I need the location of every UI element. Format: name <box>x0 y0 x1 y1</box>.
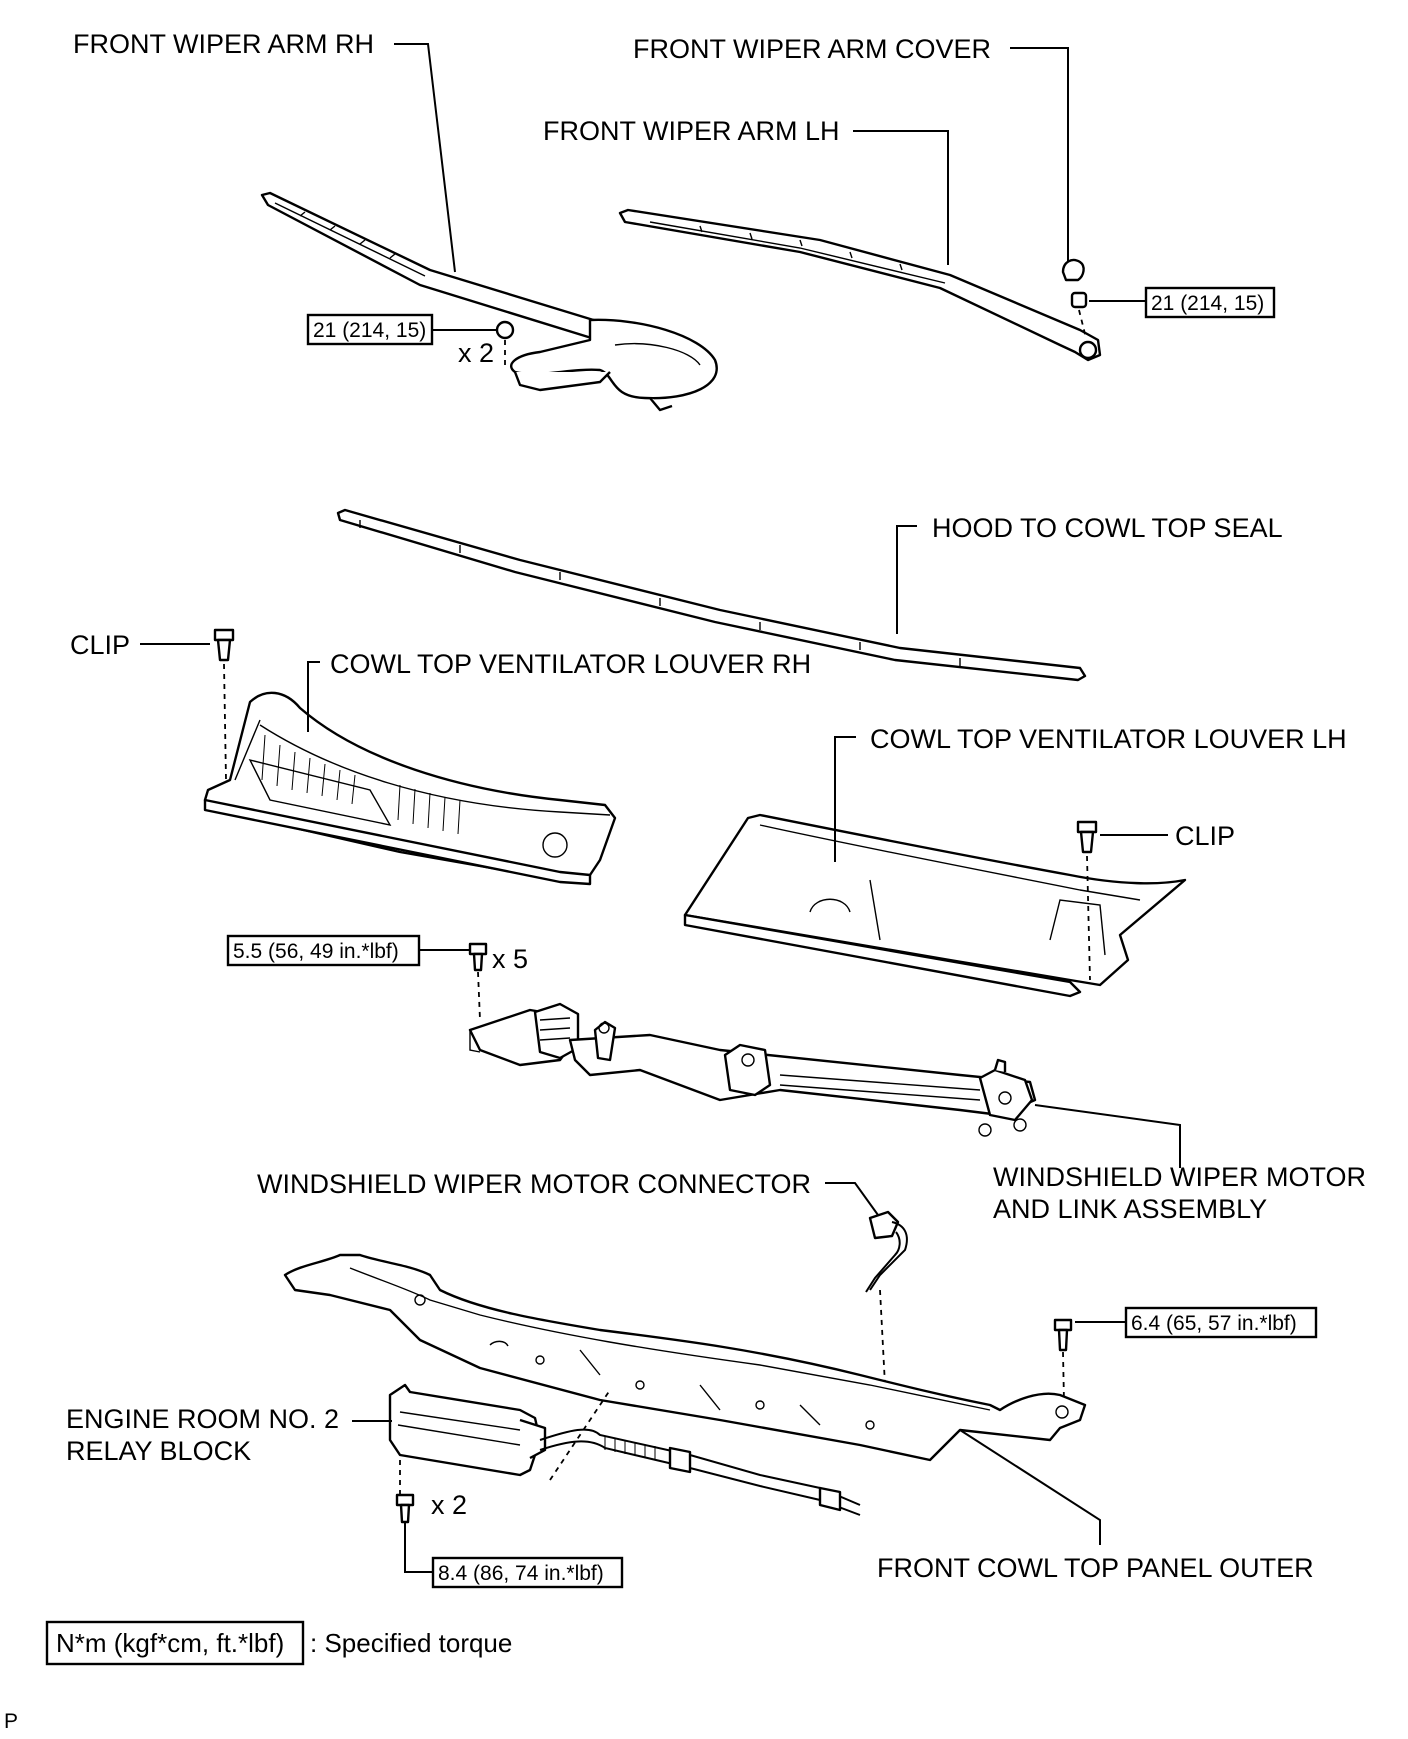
label-motor-connector: WINDSHIELD WIPER MOTOR CONNECTOR <box>257 1169 811 1199</box>
front-cowl-top-panel-outer <box>283 1253 1087 1462</box>
torque-box-panel-bolt <box>1124 1306 1318 1339</box>
panel-bolt <box>1053 1318 1073 1403</box>
qty-relay-bolt: x 2 <box>431 1490 467 1520</box>
windshield-wiper-motor-and-link-assembly <box>468 1002 1037 1137</box>
leader-cowl-louver-rh <box>307 661 320 732</box>
legend-description: : Specified torque <box>310 1628 512 1658</box>
qty-arm-rh: x 2 <box>458 338 494 368</box>
clip-right <box>1076 820 1098 981</box>
torque-box-relay-bolt <box>431 1556 624 1589</box>
torque-arm-lh: 21 (214, 15) <box>1151 292 1264 315</box>
torque-motor-bolt: 5.5 (56, 49 in.*lbf) <box>233 940 399 963</box>
leader-cowl-panel-outer <box>959 1429 1101 1545</box>
torque-box-motor-bolt <box>226 934 421 967</box>
label-relay-block-line1: ENGINE ROOM NO. 2 <box>66 1404 339 1434</box>
label-cowl-louver-rh: COWL TOP VENTILATOR LOUVER RH <box>330 649 811 679</box>
cowl-top-ventilator-louver-rh <box>203 691 617 886</box>
legend-torque-box <box>45 1620 305 1666</box>
label-motor-link-line2: AND LINK ASSEMBLY <box>993 1194 1267 1224</box>
label-front-wiper-arm-rh: FRONT WIPER ARM RH <box>73 29 374 59</box>
label-front-wiper-arm-cover: FRONT WIPER ARM COVER <box>633 34 991 64</box>
leader-motor-connector <box>825 1182 879 1216</box>
cowl-top-ventilator-louver-lh <box>683 813 1187 998</box>
label-front-wiper-arm-lh: FRONT WIPER ARM LH <box>543 116 840 146</box>
corner-mark: P <box>4 1710 18 1733</box>
torque-box-arm-lh <box>1144 286 1276 319</box>
clip-left <box>213 628 235 781</box>
label-clip-right: CLIP <box>1175 821 1235 851</box>
legend-box-text: N*m (kgf*cm, ft.*lbf) <box>56 1628 284 1658</box>
leader-motor-link-assembly <box>1034 1104 1181 1168</box>
label-relay-block-line2: RELAY BLOCK <box>66 1436 251 1466</box>
torque-arm-rh: 21 (214, 15) <box>313 319 426 342</box>
torque-box-arm-rh <box>306 313 434 346</box>
relay-bolt <box>395 1493 415 1524</box>
label-hood-to-cowl-top-seal: HOOD TO COWL TOP SEAL <box>932 513 1283 543</box>
leader-front-wiper-arm-rh <box>394 43 456 273</box>
leader-front-wiper-arm-lh <box>853 130 949 265</box>
leader-cowl-louver-lh <box>834 736 856 862</box>
front-wiper-arm-cover <box>1061 258 1085 282</box>
leader-hood-to-cowl-top-seal <box>896 525 917 634</box>
qty-motor-bolt: x 5 <box>492 944 528 974</box>
torque-panel-bolt: 6.4 (65, 57 in.*lbf) <box>1131 1312 1297 1335</box>
motor-bolt <box>468 942 488 1021</box>
hood-to-cowl-top-seal <box>336 508 1087 682</box>
front-wiper-arm-rh <box>260 191 718 412</box>
label-clip-left: CLIP <box>70 630 130 660</box>
label-cowl-louver-lh: COWL TOP VENTILATOR LOUVER LH <box>870 724 1347 754</box>
label-cowl-panel-outer: FRONT COWL TOP PANEL OUTER <box>877 1553 1314 1583</box>
leader-front-wiper-arm-cover <box>1010 47 1069 262</box>
arm-lh-nut <box>1070 291 1088 309</box>
label-motor-link-line1: WINDSHIELD WIPER MOTOR <box>993 1162 1366 1192</box>
engine-room-no2-relay-block <box>388 1383 861 1516</box>
windshield-wiper-motor-connector <box>865 1210 908 1386</box>
torque-relay-bolt: 8.4 (86, 74 in.*lbf) <box>438 1562 604 1585</box>
front-wiper-arm-lh <box>618 208 1102 362</box>
